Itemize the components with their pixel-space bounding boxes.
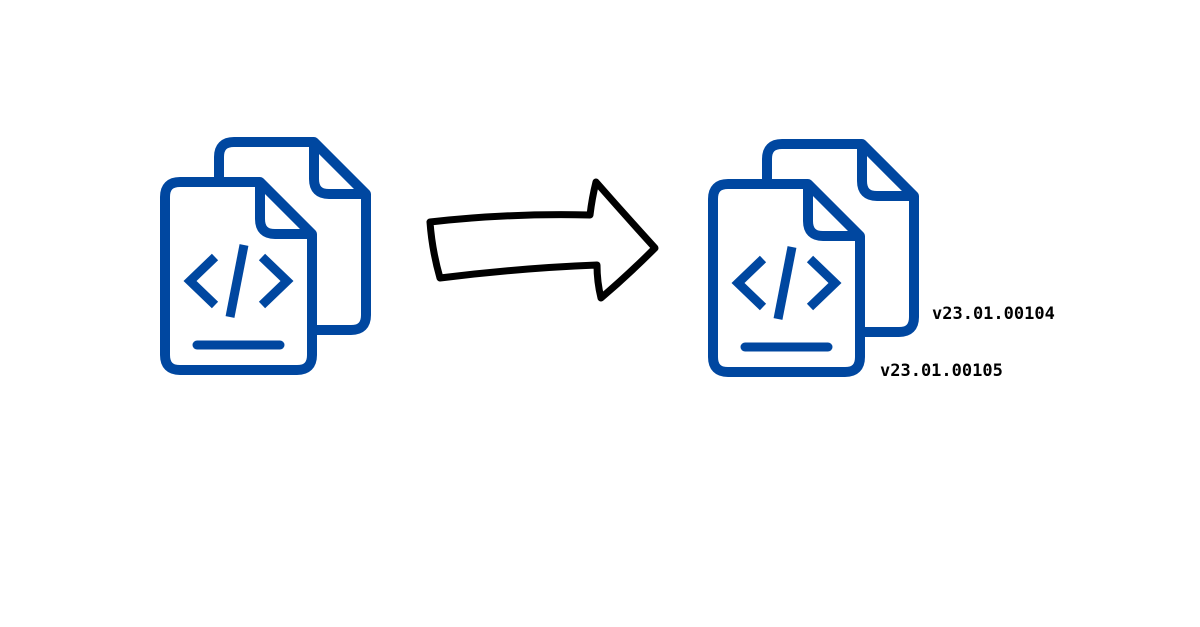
version-label-old: v23.01.00104 [932, 304, 1055, 324]
version-label-new: v23.01.00105 [880, 361, 1003, 381]
target-code-files-icon [713, 144, 914, 372]
source-code-files-icon [165, 142, 366, 370]
right-arrow-icon [426, 178, 659, 302]
